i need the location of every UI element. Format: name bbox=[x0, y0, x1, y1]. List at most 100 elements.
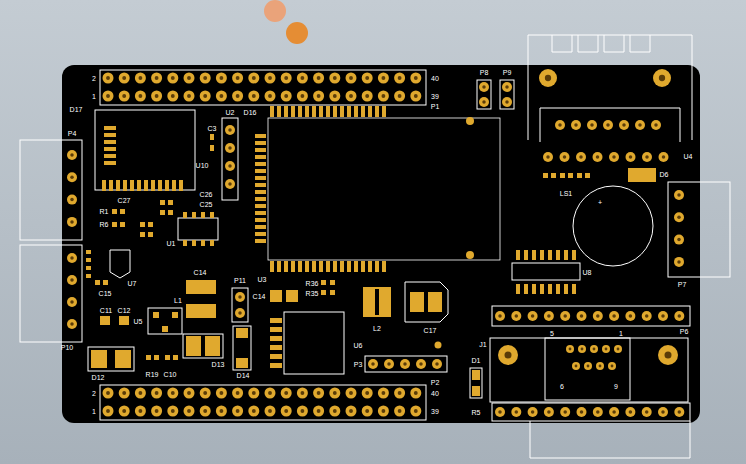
through-hole-pad bbox=[103, 73, 114, 84]
through-hole-pad bbox=[135, 73, 146, 84]
silkscreen-label: P1 bbox=[431, 103, 440, 110]
through-hole-pad bbox=[674, 311, 684, 321]
smd-pad bbox=[319, 261, 323, 272]
silkscreen-label: R35 bbox=[306, 290, 319, 297]
through-hole-pad bbox=[410, 91, 421, 102]
silkscreen-label: 39 bbox=[431, 408, 439, 415]
through-hole-pad bbox=[67, 297, 77, 307]
drill-hole bbox=[575, 365, 578, 368]
chip-outline bbox=[178, 218, 218, 240]
drill-hole bbox=[677, 216, 681, 220]
drill-hole bbox=[122, 409, 126, 413]
connector-outline bbox=[20, 140, 82, 240]
through-hole-pad bbox=[544, 311, 554, 321]
drill-hole bbox=[138, 409, 142, 413]
drill-hole bbox=[661, 410, 665, 414]
through-hole-pad bbox=[502, 82, 512, 92]
through-hole-pad bbox=[119, 73, 130, 84]
drill-hole bbox=[203, 94, 207, 98]
mcu-outline bbox=[268, 118, 500, 260]
silkscreen-label: C3 bbox=[208, 125, 217, 132]
through-hole-pad bbox=[495, 407, 505, 417]
pcb-board bbox=[62, 65, 700, 423]
drill-hole bbox=[398, 94, 402, 98]
silkscreen-label: P7 bbox=[678, 281, 687, 288]
through-hole-pad bbox=[560, 311, 570, 321]
drill-hole bbox=[228, 146, 232, 150]
smd-pad bbox=[160, 200, 165, 205]
smd-pad bbox=[179, 180, 183, 191]
through-hole-pad bbox=[635, 120, 645, 130]
drill-hole bbox=[659, 75, 665, 81]
smd-pad bbox=[548, 284, 552, 294]
through-hole-pad bbox=[362, 91, 373, 102]
drill-hole bbox=[333, 391, 337, 395]
drill-hole bbox=[677, 193, 681, 197]
through-hole-pad bbox=[297, 73, 308, 84]
drill-hole bbox=[547, 410, 551, 414]
through-hole-pad bbox=[167, 73, 178, 84]
drill-hole bbox=[333, 409, 337, 413]
drill-hole bbox=[155, 94, 159, 98]
through-hole-pad bbox=[329, 406, 340, 417]
smd-pad bbox=[347, 106, 351, 117]
silkscreen-label: P9 bbox=[503, 69, 512, 76]
smd-pad bbox=[210, 212, 214, 218]
through-hole-pad bbox=[67, 172, 77, 182]
diode-outline bbox=[233, 326, 251, 370]
smd-pad bbox=[532, 284, 536, 294]
smd-pad bbox=[148, 222, 153, 227]
through-hole-pad bbox=[297, 91, 308, 102]
through-hole-pad bbox=[560, 152, 570, 162]
smd-pad bbox=[472, 370, 480, 380]
drill-hole bbox=[333, 94, 337, 98]
through-hole-pad bbox=[167, 406, 178, 417]
silkscreen-label: R5 bbox=[472, 409, 481, 416]
through-hole-pad bbox=[184, 91, 195, 102]
drill-hole bbox=[365, 409, 369, 413]
drill-hole bbox=[531, 410, 535, 414]
smd-pad bbox=[410, 292, 424, 312]
smd-pad bbox=[284, 106, 288, 117]
drill-hole bbox=[398, 409, 402, 413]
through-hole-pad bbox=[625, 311, 635, 321]
drill-hole bbox=[622, 123, 626, 127]
through-hole-pad bbox=[248, 73, 259, 84]
silkscreen-label: P2 bbox=[431, 379, 440, 386]
drill-hole bbox=[187, 94, 191, 98]
smd-pad bbox=[368, 106, 372, 117]
smd-pad bbox=[104, 147, 116, 151]
drill-hole bbox=[268, 94, 272, 98]
smd-pad bbox=[472, 386, 480, 396]
drill-hole bbox=[546, 155, 550, 159]
drill-hole bbox=[545, 75, 551, 81]
through-hole-pad bbox=[576, 152, 586, 162]
drill-hole bbox=[662, 155, 666, 159]
smd-pad bbox=[363, 287, 391, 317]
through-hole-pad bbox=[232, 406, 243, 417]
drill-hole bbox=[171, 391, 175, 395]
smd-pad bbox=[326, 106, 330, 117]
through-hole-pad bbox=[609, 152, 619, 162]
through-hole-pad bbox=[67, 319, 77, 329]
drill-hole bbox=[236, 76, 240, 80]
header-outline bbox=[222, 118, 238, 200]
smd-pad bbox=[186, 336, 201, 356]
smd-pad bbox=[368, 261, 372, 272]
drill-hole bbox=[505, 85, 509, 89]
silkscreen-label: P8 bbox=[480, 69, 489, 76]
smd-pad bbox=[270, 106, 274, 117]
through-hole-pad bbox=[674, 190, 684, 200]
through-hole-pad bbox=[216, 388, 227, 399]
silkscreen-label: 9 bbox=[614, 383, 618, 390]
drill-hole bbox=[219, 76, 223, 80]
smd-pad bbox=[321, 290, 326, 295]
drill-hole bbox=[645, 410, 649, 414]
smd-pad bbox=[347, 261, 351, 272]
drill-hole bbox=[580, 410, 584, 414]
drill-hole bbox=[349, 94, 353, 98]
through-hole-pad bbox=[619, 120, 629, 130]
through-hole-pad bbox=[603, 120, 613, 130]
